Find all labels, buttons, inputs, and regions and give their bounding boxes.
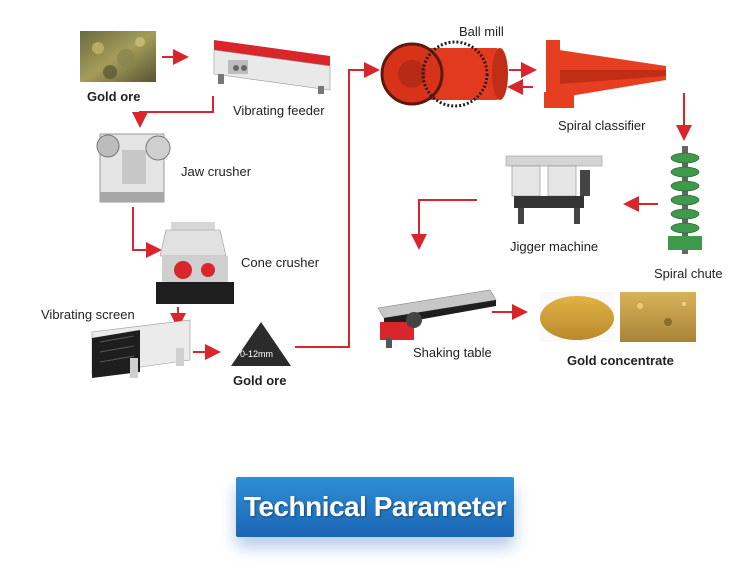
vibrating-screen-image [91, 319, 191, 378]
arrow-feeder-to-jaw [132, 96, 214, 128]
arrow-jigger-to-table [411, 199, 477, 250]
vibrating-feeder-label: Vibrating feeder [233, 103, 325, 118]
vibrating-feeder-image [213, 40, 331, 94]
gold-concentrate-label: Gold concentrate [567, 353, 674, 368]
banner-title: Technical Parameter [243, 491, 507, 522]
pile-size-label: 0-12mm [240, 349, 274, 359]
arrow-pile-to-mill [295, 62, 380, 348]
jigger-machine-image [505, 155, 603, 224]
shaking-table-label: Shaking table [413, 345, 492, 360]
jaw-crusher-label: Jaw crusher [181, 164, 252, 179]
flow-arrows [132, 49, 692, 360]
ore-pile-icon [231, 322, 291, 366]
shaking-table-image [377, 289, 497, 348]
ball-mill-label: Ball mill [459, 24, 504, 39]
vibrating-screen-label: Vibrating screen [41, 307, 135, 322]
spiral-classifier-label: Spiral classifier [558, 118, 646, 133]
cone-crusher-image [156, 222, 234, 304]
jaw-crusher-image [96, 133, 171, 203]
technical-parameter-banner: Technical Parameter [236, 477, 514, 537]
gold-ore-label: Gold ore [87, 89, 141, 104]
spiral-chute-label: Spiral chute [654, 266, 723, 281]
cone-crusher-label: Cone crusher [241, 255, 320, 270]
ball-mill-image [380, 40, 508, 108]
spiral-classifier-image [544, 40, 666, 108]
spiral-chute-image [668, 146, 702, 254]
jigger-machine-label: Jigger machine [510, 239, 599, 254]
arrow-jaw-to-cone [132, 207, 162, 258]
gold-ore-image [80, 31, 156, 82]
gold-concentrate-image [540, 292, 696, 342]
gold-ore-pile-label: Gold ore [233, 373, 287, 388]
